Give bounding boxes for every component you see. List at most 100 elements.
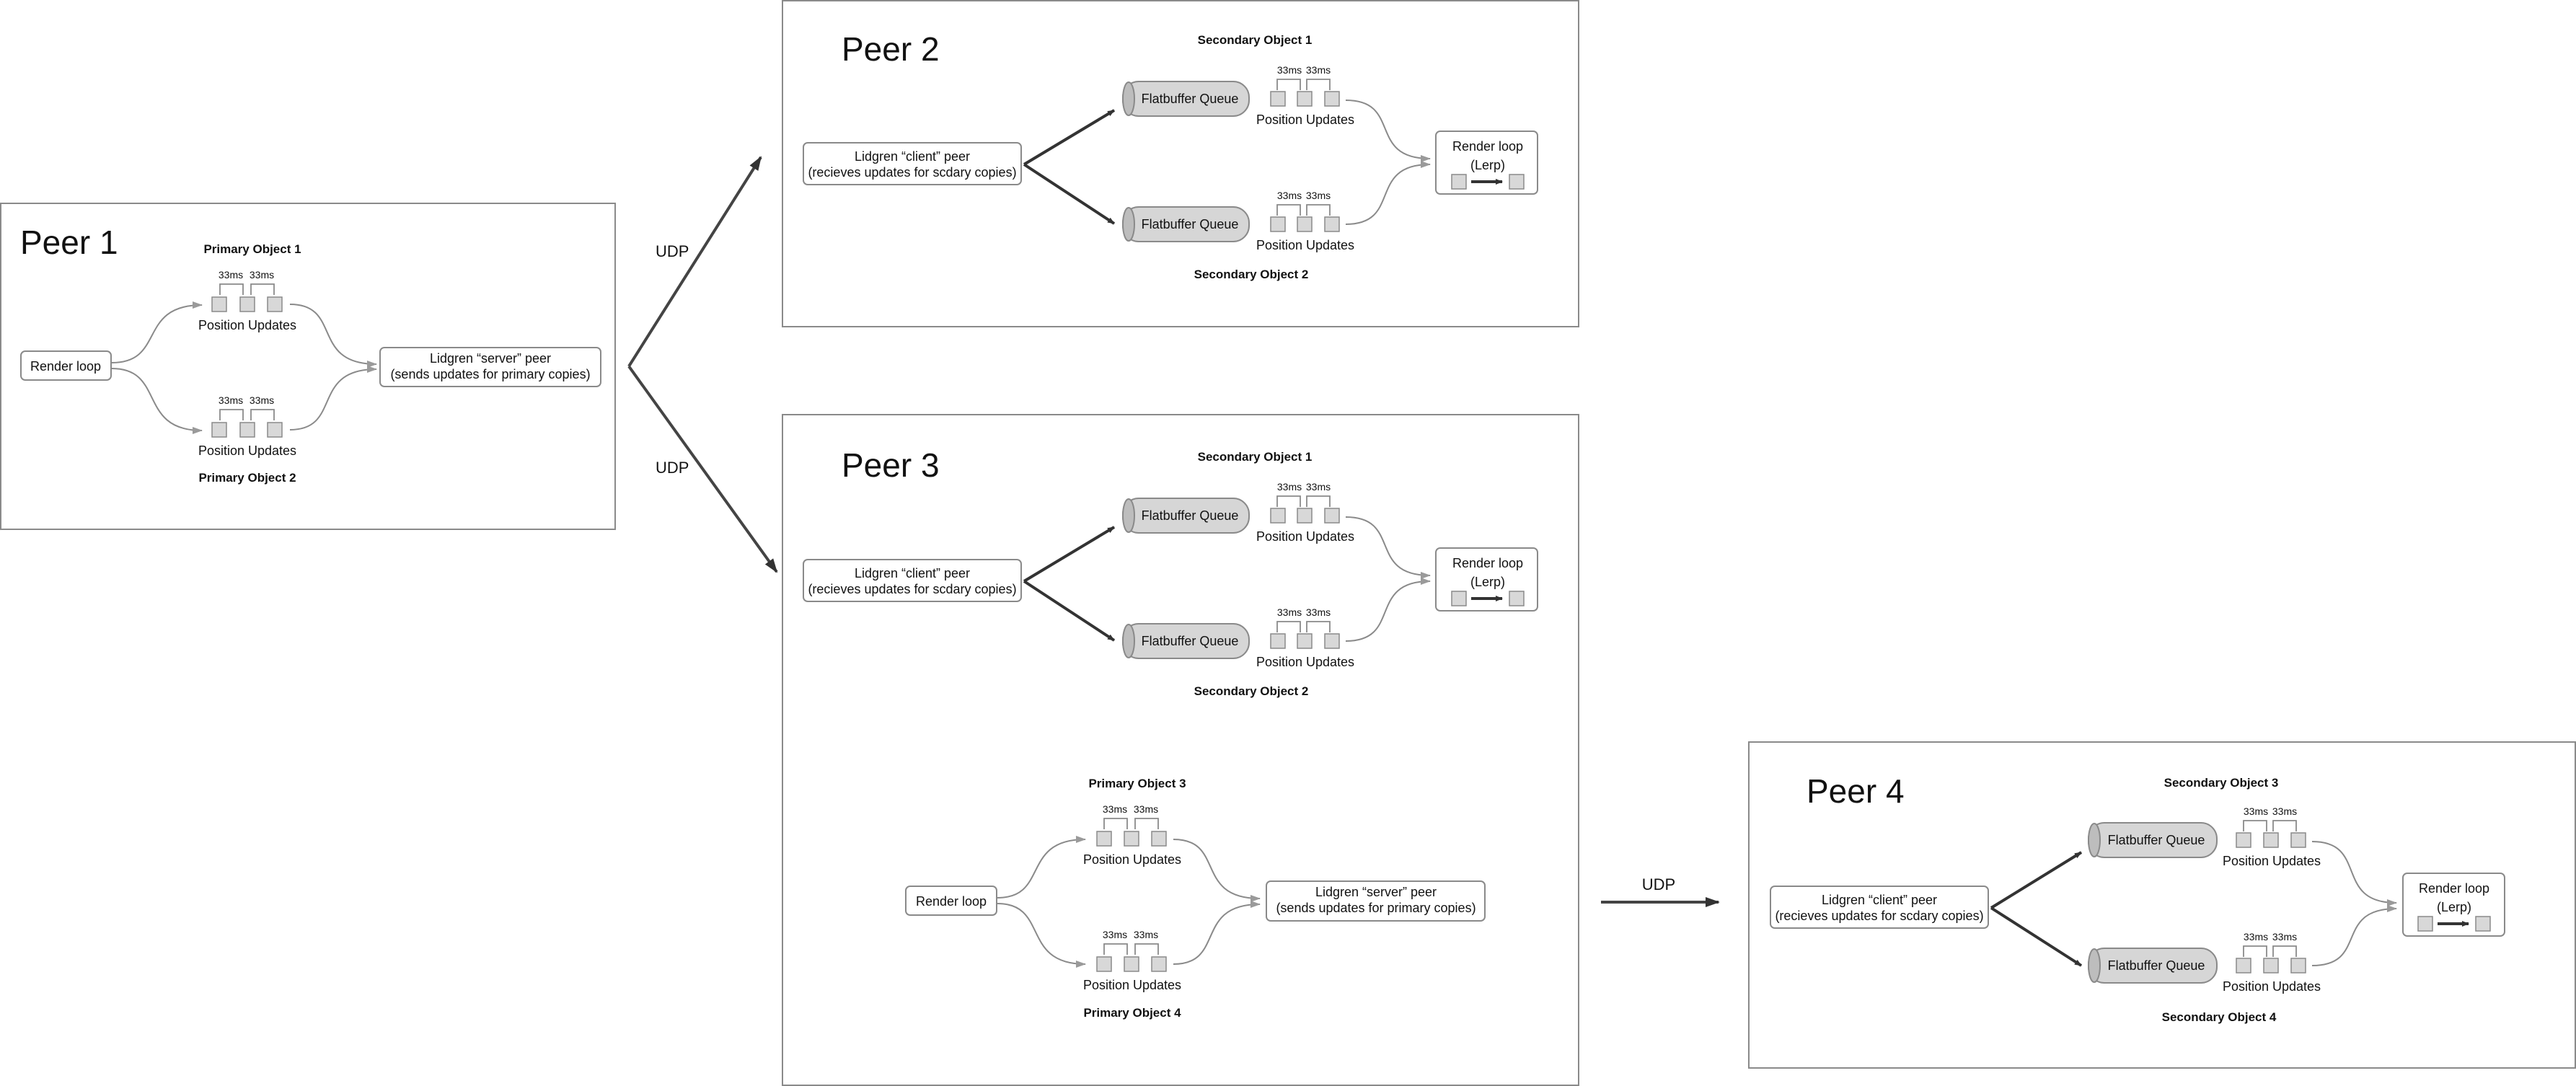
udp-links: UDP UDP UDP xyxy=(627,156,1720,907)
lidgren-server-box xyxy=(379,347,601,387)
interval-bracket xyxy=(1306,204,1331,216)
queue-cap xyxy=(1122,207,1135,242)
primary-object-1-title: Primary Object 1 xyxy=(203,242,301,256)
update-square xyxy=(1297,508,1313,524)
interval-label: 33ms xyxy=(1103,803,1127,815)
queue-cap xyxy=(1122,624,1135,658)
lidgren-client-label: Lidgren “client” peer xyxy=(1822,893,1937,907)
update-square xyxy=(1324,91,1340,107)
lidgren-client-label: Lidgren “client” peer xyxy=(855,566,970,580)
connector xyxy=(1345,161,1431,225)
queue-cap xyxy=(2088,823,2101,857)
position-updates-label: Position Updates xyxy=(198,443,296,458)
interval-bracket xyxy=(219,409,244,420)
interval-bracket xyxy=(219,283,244,295)
connector xyxy=(997,836,1086,899)
update-square xyxy=(2263,958,2279,974)
update-square xyxy=(1096,956,1112,972)
interval-bracket xyxy=(1306,621,1331,632)
interval-bracket xyxy=(2272,820,2297,831)
queue-cap xyxy=(2088,948,2101,983)
update-square xyxy=(1297,91,1313,107)
queue-cap xyxy=(1122,81,1135,116)
update-square xyxy=(239,296,255,312)
peer3: Peer 3 Secondary Object 1 Lidgren “clien… xyxy=(803,446,1538,1020)
update-square xyxy=(1270,91,1286,107)
render-loop-box xyxy=(20,350,112,381)
interval-label: 33ms xyxy=(1277,606,1302,618)
flatbuffer-queue-label: Flatbuffer Queue xyxy=(1142,508,1239,523)
interval-label: 33ms xyxy=(2244,805,2268,817)
update-square xyxy=(1270,508,1286,524)
secondary-object-2-title: Secondary Object 2 xyxy=(1194,684,1309,698)
update-square xyxy=(2475,916,2491,932)
flatbuffer-queue-label: Flatbuffer Queue xyxy=(2108,958,2205,973)
flatbuffer-queue-label: Flatbuffer Queue xyxy=(1142,92,1239,106)
peer3-title: Peer 3 xyxy=(842,446,940,484)
interval-label: 33ms xyxy=(219,394,243,406)
peer2-title: Peer 2 xyxy=(842,30,940,68)
peer1-title: Peer 1 xyxy=(20,224,118,261)
update-square xyxy=(1124,956,1139,972)
udp-label-peer2: UDP xyxy=(656,242,689,260)
udp-label-peer4: UDP xyxy=(1642,875,1675,893)
secondary-object-1-title: Secondary Object 1 xyxy=(1198,33,1313,47)
interval-bracket xyxy=(250,409,275,420)
flatbuffer-queue-label: Flatbuffer Queue xyxy=(1142,634,1239,648)
interval-label: 33ms xyxy=(219,269,243,281)
connector xyxy=(289,366,377,431)
peer2: Peer 2 Secondary Object 1 Lidgren “clien… xyxy=(803,30,1538,281)
lidgren-server-sublabel: (sends updates for primary copies) xyxy=(390,367,590,381)
connector xyxy=(111,368,203,434)
queue-cap xyxy=(1122,498,1135,533)
interval-bracket xyxy=(1134,818,1159,829)
position-updates-label: Position Updates xyxy=(1256,112,1354,127)
arrow-to-queue-1 xyxy=(1023,109,1116,166)
arrow-to-queue-2 xyxy=(1990,906,2083,967)
arrow-to-queue-1 xyxy=(1990,851,2083,909)
position-updates-label: Position Updates xyxy=(1256,655,1354,669)
position-updates-label: Position Updates xyxy=(1256,529,1354,544)
update-square xyxy=(1297,216,1313,232)
udp-link-peer1-peer3 xyxy=(627,365,778,573)
interval-bracket xyxy=(2243,820,2267,831)
update-square xyxy=(239,422,255,438)
lidgren-client-sublabel: (recieves updates for scdary copies) xyxy=(1775,909,1983,923)
connector xyxy=(1345,578,1431,642)
update-square xyxy=(1297,633,1313,649)
interval-bracket xyxy=(2243,945,2267,957)
update-square xyxy=(2417,916,2433,932)
lidgren-client-box xyxy=(803,142,1022,185)
connector xyxy=(1345,100,1431,162)
interval-label: 33ms xyxy=(1306,481,1331,493)
update-square xyxy=(1324,216,1340,232)
interval-bracket xyxy=(1276,79,1301,90)
update-square xyxy=(1270,633,1286,649)
render-loop-label: Render loop xyxy=(30,359,101,374)
interval-bracket xyxy=(1134,943,1159,955)
interval-bracket xyxy=(1276,204,1301,216)
connector xyxy=(1173,839,1261,902)
update-square xyxy=(1451,591,1467,606)
arrow-to-queue-1 xyxy=(1023,526,1116,583)
lerp-label: (Lerp) xyxy=(1470,158,1505,172)
connector xyxy=(2311,905,2397,966)
render-loop-label: Render loop xyxy=(1452,139,1523,154)
update-square xyxy=(2290,958,2306,974)
update-square xyxy=(1151,956,1167,972)
connector xyxy=(1345,516,1431,579)
lerp-label: (Lerp) xyxy=(2437,900,2471,914)
update-square xyxy=(2263,832,2279,848)
connector xyxy=(2311,841,2397,906)
secondary-object-3-title: Secondary Object 3 xyxy=(2164,776,2279,790)
lidgren-client-sublabel: (recieves updates for scdary copies) xyxy=(808,582,1016,596)
position-updates-label: Position Updates xyxy=(2223,979,2321,994)
interval-label: 33ms xyxy=(1103,929,1127,940)
interval-label: 33ms xyxy=(1277,190,1302,201)
interval-label: 33ms xyxy=(1306,64,1331,76)
interval-bracket xyxy=(1276,495,1301,507)
update-square xyxy=(2236,958,2251,974)
update-square xyxy=(1096,831,1112,847)
interval-label: 33ms xyxy=(250,269,274,281)
secondary-object-1-title: Secondary Object 1 xyxy=(1198,450,1313,464)
